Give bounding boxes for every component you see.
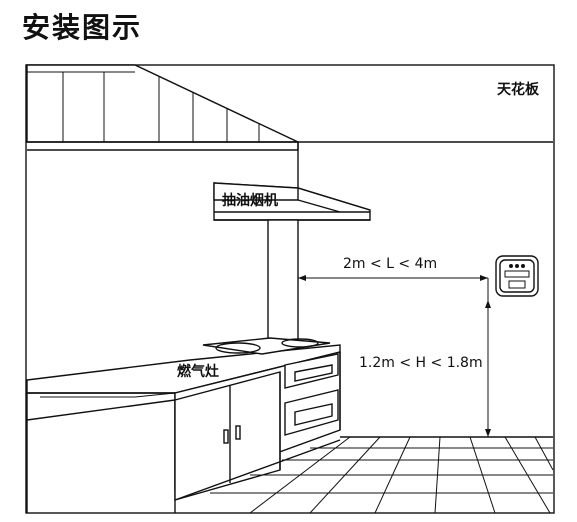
gas-detector-icon [495,255,539,297]
dimension-vertical [485,300,491,437]
vertical-height-label: 1.2m < H < 1.8m [359,355,483,371]
page-title: 安装图示 [22,11,143,44]
horizontal-distance-label: 2m < L < 4m [343,256,437,272]
room-walls [297,141,553,345]
ceiling-label: 天花板 [497,81,540,98]
upper-cabinets [26,64,299,151]
floor-grid [210,436,554,514]
range-hood-label: 抽油烟机 [222,192,278,209]
lower-cabinets [174,351,341,501]
diagram-frame [25,64,555,514]
gas-stove-label: 燃气灶 [177,363,219,380]
gas-stove [202,337,331,355]
